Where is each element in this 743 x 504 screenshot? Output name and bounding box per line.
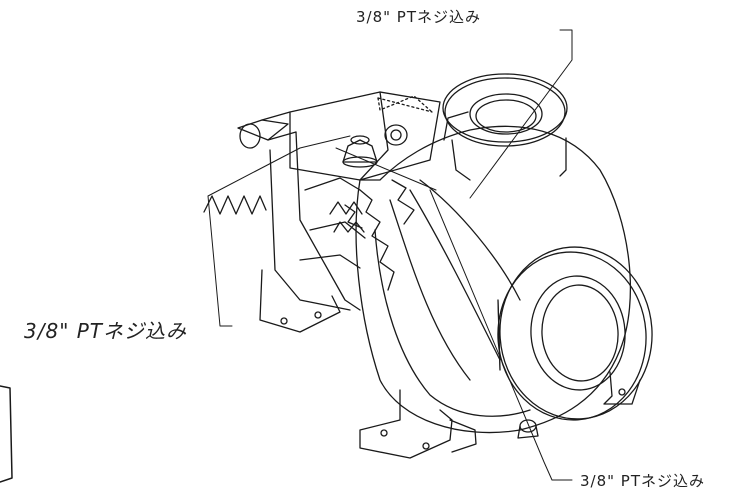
leader-bottom [430,190,572,480]
leader-top [470,30,572,198]
edge-frame [0,386,12,482]
volute-casing [345,126,630,432]
suction-flange [492,242,657,425]
bearing-housing [260,92,440,332]
discharge-flange [443,74,567,180]
zigzag-details [204,196,364,232]
thread-label-bottom: 3/8" PTネジ込み [580,472,706,490]
leader-left [208,136,350,326]
thread-label-left: 3/8" PTネジ込み [24,319,188,343]
leader-lines [208,30,572,480]
dimension-lines [378,96,432,112]
thread-label-top: 3/8" PTネジ込み [356,8,482,26]
shaft [238,112,296,148]
casing-foot [360,372,640,458]
